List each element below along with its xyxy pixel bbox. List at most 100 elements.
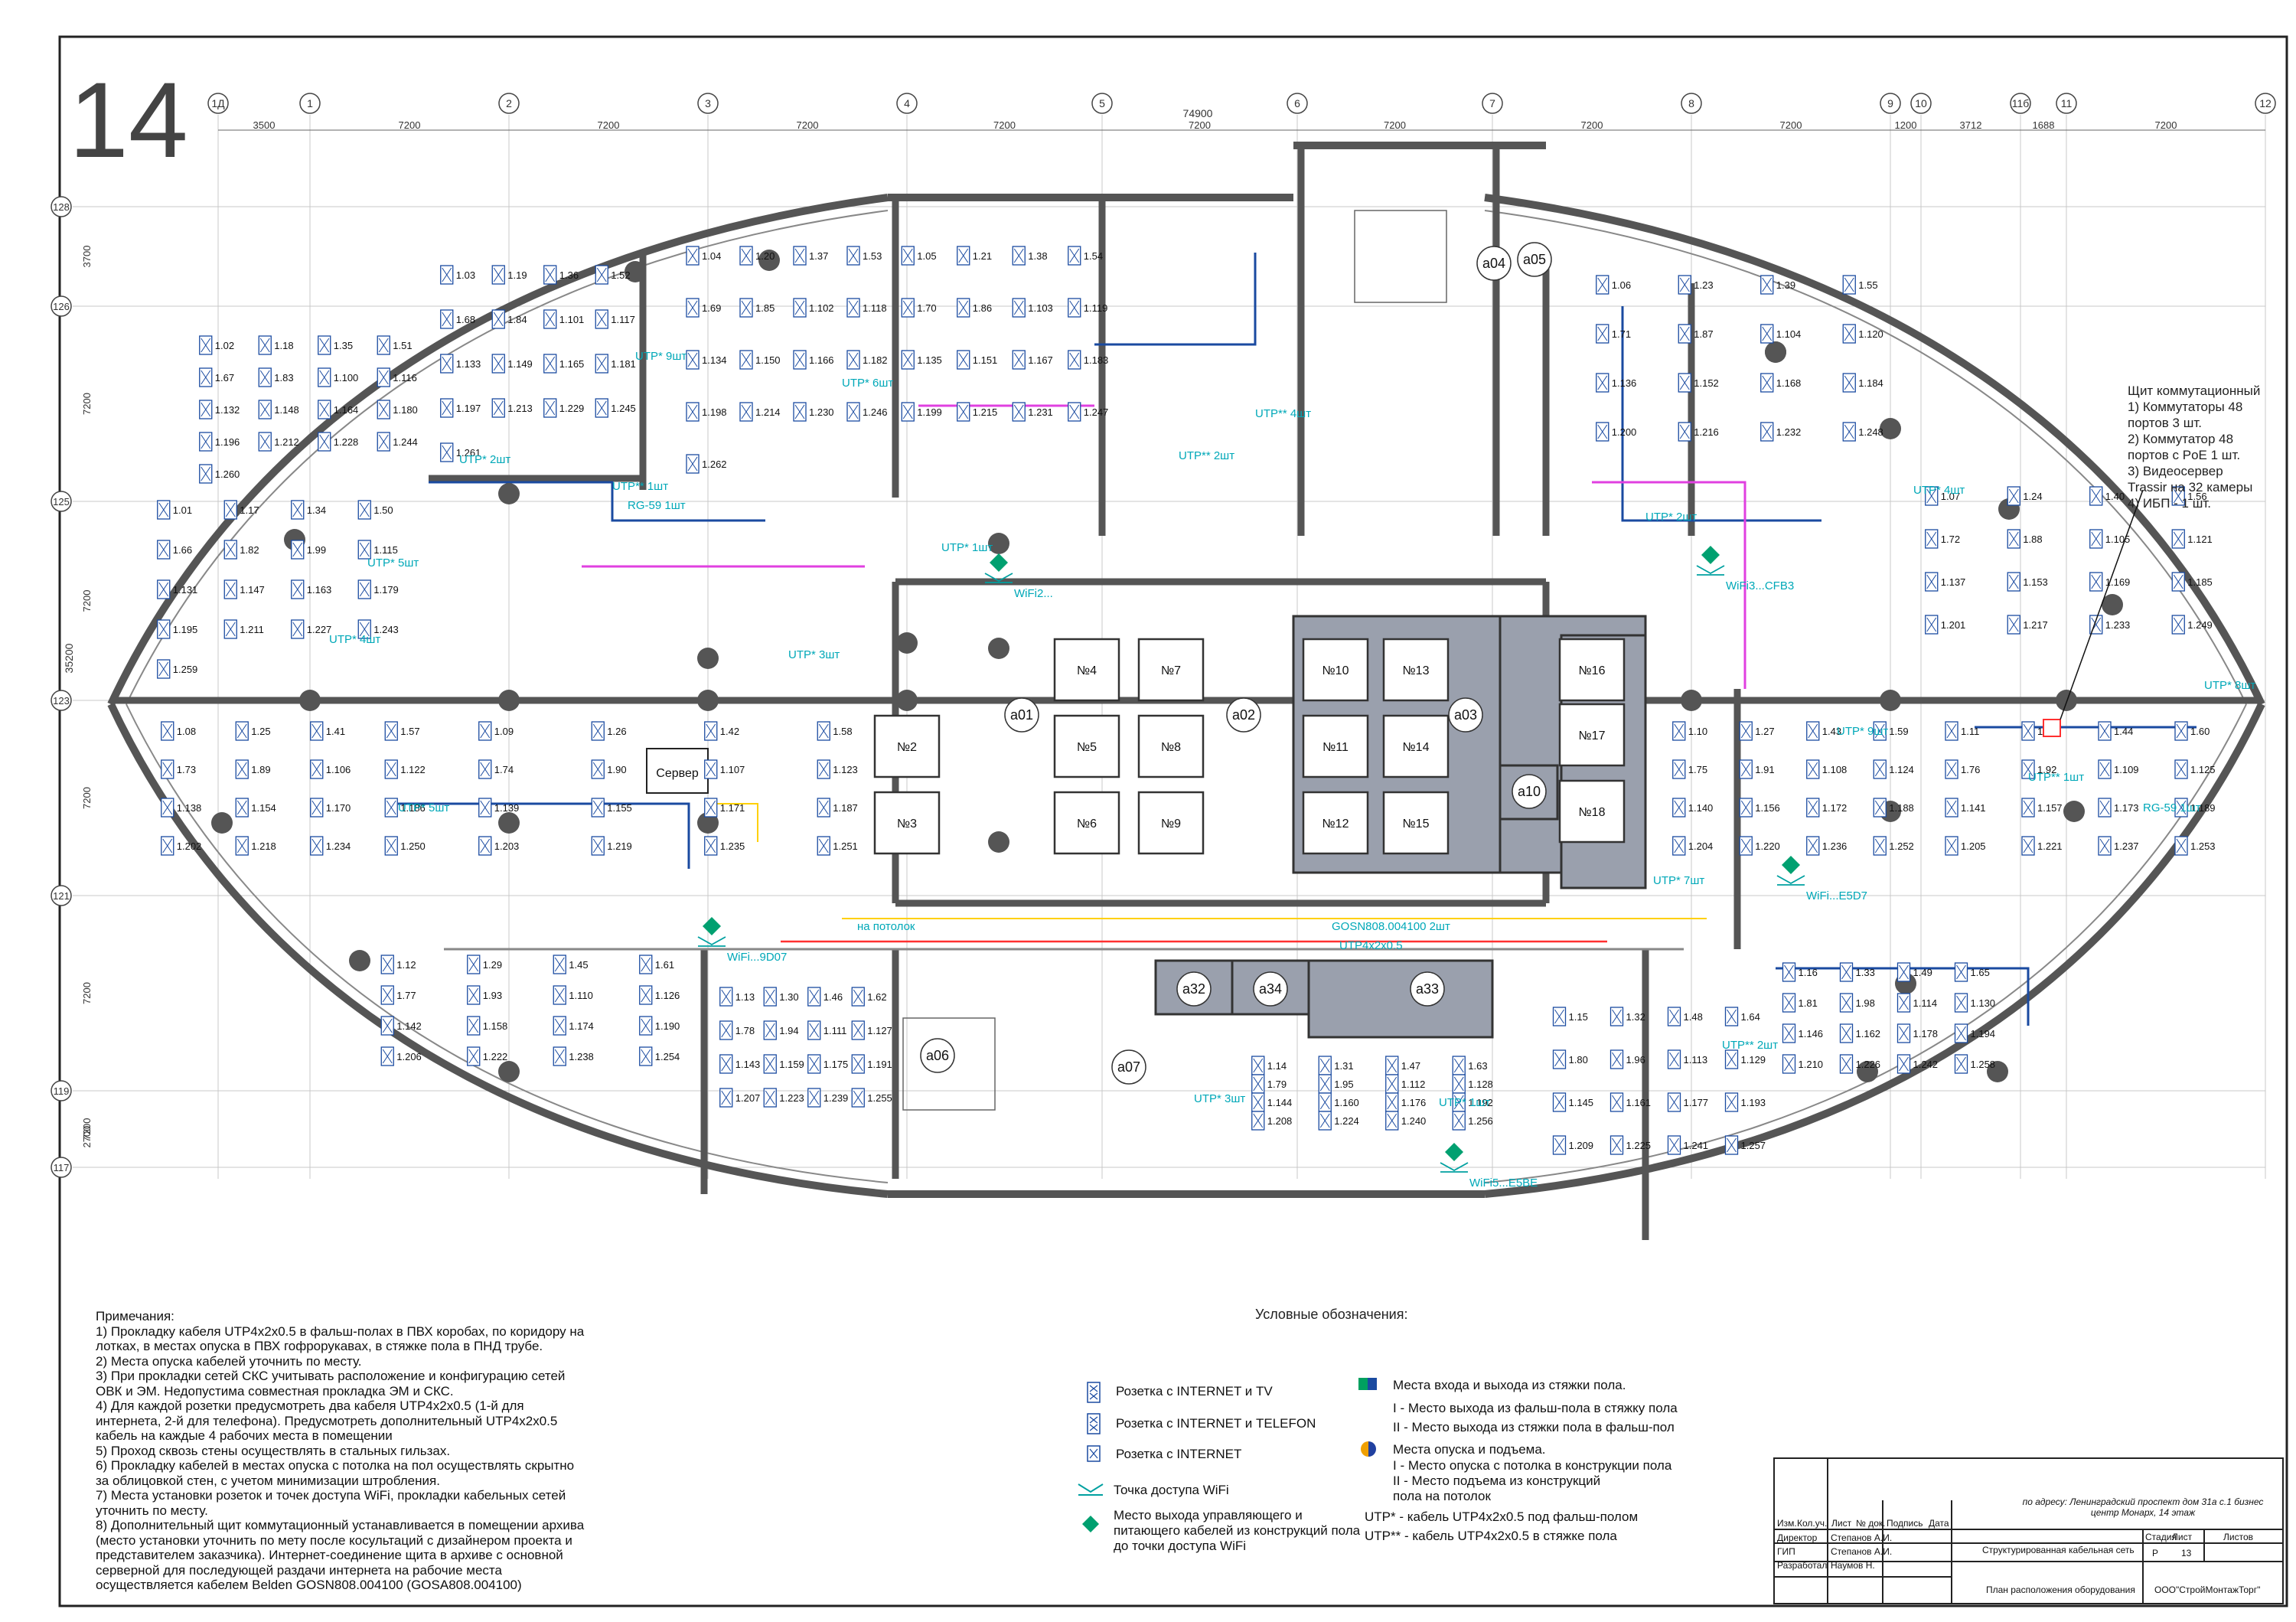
outlet-id: 1.63	[1468, 1060, 1487, 1072]
building-column	[896, 690, 918, 711]
building-column	[1880, 690, 1901, 711]
outlet-id: 1.116	[393, 372, 417, 383]
outlet: 1.186	[384, 798, 426, 818]
outlet: 1.66	[157, 540, 192, 560]
axis-column-label: 11б	[2012, 97, 2030, 109]
drop-icon	[1361, 1441, 1376, 1457]
cable-label: UTP* 9шт	[1837, 725, 1888, 738]
outlet-id: 1.200	[1612, 426, 1637, 438]
room-label: а32	[1182, 981, 1205, 997]
building-column	[988, 831, 1009, 853]
outlet: 1.203	[478, 836, 519, 856]
axis-column-label: 4	[904, 97, 910, 109]
lift-label: №13	[1403, 664, 1430, 677]
axis-column-label: 6	[1294, 97, 1300, 109]
outlet: 1.158	[467, 1016, 507, 1036]
outlet: 1.18	[258, 335, 294, 355]
outlet: 1.46	[807, 987, 843, 1007]
outlet-id: 1.209	[1569, 1140, 1594, 1151]
outlet: 1.234	[310, 836, 351, 856]
room-bubble	[1410, 971, 1445, 1007]
outlet: 1.27	[1739, 721, 1775, 741]
outlet: 1.70	[901, 298, 937, 318]
outlet-id: 1.27	[1755, 726, 1774, 737]
outlet-id: 1.82	[240, 544, 259, 556]
cable-routes	[398, 253, 2197, 1026]
outlet-id: 1.02	[215, 340, 234, 351]
outlet: 1.94	[763, 1020, 799, 1040]
outlet: 1.240	[1385, 1111, 1426, 1131]
outlet: 1.24	[2007, 486, 2043, 506]
outlet: 1.102	[793, 298, 834, 318]
outlet: 1.258	[1954, 1054, 1995, 1074]
building-column	[1765, 341, 1786, 363]
outlet-id: 1.254	[655, 1051, 680, 1062]
outlet-id: 1.261	[456, 447, 481, 459]
cable-label: RG-59 1шт	[628, 499, 686, 512]
outlet: 1.116	[377, 367, 417, 387]
outlet-id: 1.107	[720, 764, 745, 775]
outlet-id: 1.212	[274, 436, 299, 448]
outlet: 1.160	[1318, 1092, 1359, 1112]
outlet-id: 1.42	[720, 726, 739, 737]
outlet-id: 1.113	[1684, 1054, 1708, 1066]
outlet: 1.212	[258, 432, 299, 452]
outlet: 1.48	[1667, 1007, 1703, 1026]
outlet: 1.65	[1954, 962, 1990, 982]
legend-title: Условные обозначения:	[1255, 1307, 1408, 1322]
outlet-id: 1.127	[867, 1025, 892, 1036]
outlet-id: 1.16	[1799, 967, 1818, 978]
outlet-id: 1.21	[973, 250, 992, 262]
building-column	[211, 812, 233, 834]
outlet-id: 1.152	[1694, 377, 1719, 389]
outlet-id: 1.86	[973, 302, 992, 314]
cable-label: UTP* 7шт	[1653, 874, 1704, 887]
lift-shafts: №2№3№4№5№6№7№8№9№10№11№12№13№14№15№16№17…	[873, 638, 1626, 855]
outlet: 1.32	[1609, 1007, 1645, 1026]
outlet-id: 1.252	[1889, 840, 1914, 852]
lift-shaft	[1302, 791, 1369, 855]
outlet: 1.159	[763, 1054, 804, 1074]
wifi-exit-marker	[1445, 1143, 1463, 1161]
outlet-id: 1.43	[1822, 726, 1841, 737]
outlet: 1.126	[639, 985, 680, 1005]
outlet: 1.205	[1945, 836, 1986, 856]
outlet: 1.93	[467, 985, 502, 1005]
outlet-id: 1.161	[1626, 1097, 1652, 1108]
outlet: 1.193	[1724, 1092, 1766, 1112]
outlet: 1.181	[595, 354, 636, 374]
lift-shaft	[1302, 714, 1369, 778]
title-block	[1773, 1457, 2284, 1604]
outlet-id: 1.15	[1569, 1011, 1588, 1023]
wifi-access-point-icon	[1696, 565, 1725, 576]
axis-row-label: 123	[53, 695, 70, 707]
axis-row-label: 125	[53, 496, 70, 507]
outlet-id: 1.29	[483, 959, 502, 971]
lift-shaft	[1302, 638, 1369, 702]
building-column	[896, 632, 918, 654]
outlet-id: 1.126	[655, 990, 680, 1001]
dim-total: 74900	[1183, 107, 1213, 119]
outlet: 1.36	[543, 265, 579, 285]
outlet-id: 1.193	[1741, 1097, 1766, 1108]
cable-label: RG-59 1шт	[2143, 801, 2201, 814]
outlet-id: 1.79	[1267, 1079, 1287, 1090]
legend-drop-1: I - Место опуска с потолка в конструкции…	[1393, 1458, 1672, 1473]
axis-column-bubble	[1287, 93, 1308, 114]
wifi-label: WiFi2...	[1014, 587, 1053, 600]
lift-label: №18	[1579, 806, 1606, 819]
outlet: 1.56	[2171, 486, 2207, 506]
outlet: 1.35	[318, 335, 353, 355]
tb-address: по адресу: Ленинградский проспект дом 31…	[2022, 1496, 2264, 1518]
outlet-id: 1.160	[1334, 1097, 1359, 1108]
outlet: 1.217	[2007, 615, 2048, 635]
outlet: 1.119	[1068, 298, 1107, 318]
outlet: 1.253	[2174, 836, 2216, 856]
outlet-id: 1.128	[1468, 1079, 1493, 1090]
lift-shaft	[1053, 791, 1120, 855]
outlet-id: 1.31	[1334, 1060, 1353, 1072]
tb-company: ООО"СтройМонтажТорг"	[2154, 1584, 2261, 1595]
wifi-exit-marker	[990, 553, 1008, 572]
outlet: 1.15	[1552, 1007, 1588, 1026]
outlet: 1.57	[384, 721, 420, 741]
